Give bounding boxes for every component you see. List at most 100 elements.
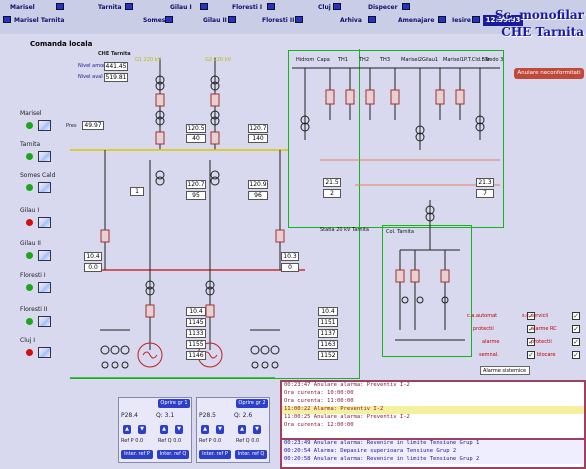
bus-label: Hidrom [296,57,315,63]
checkbox-right[interactable]: ✓ [572,312,580,320]
group-measurement-value: 1151 [318,318,338,327]
ts2-b-value: 0 [281,263,299,272]
group-measurement-value: 10.4 [318,307,338,316]
alarm-entry: Ora curenta: 12:00:00 [284,422,354,428]
nav-floresti-1-indicator[interactable] [267,3,275,10]
nav-amenajare[interactable]: Amenajare [398,17,435,24]
checkbox-right[interactable]: ✓ [572,351,580,359]
pres-label: Pres [66,123,77,129]
arrow-left-button[interactable]: ▲ [123,425,131,434]
alarm-filter-select[interactable]: Alarme sistemice [480,366,530,375]
nav-marisel-tarnita[interactable]: Marisel Tarnita [14,17,65,24]
bus-label: Marisel2 [401,57,423,63]
nav-floresti-2-indicator[interactable] [295,16,303,23]
checkbox-left[interactable]: ✓ [527,325,535,333]
g2-u-value: 120.7 [248,124,268,133]
group-measurement-value: 1145 [186,318,206,327]
statia-label: Statia 20 kV Tarnita [320,227,369,233]
set-ref-q-button[interactable]: Inter. ref Q [157,450,189,459]
g1-i-value: 40 [186,134,206,143]
nav-tarnita-indicator[interactable] [125,3,133,10]
alarm-log-panel: 00:23:47 Anulare alarma: Preventiv I-2 O… [280,380,586,469]
arrow-left-q-button[interactable]: ▲ [238,425,246,434]
nav-floresti-2[interactable]: Floresti II [262,17,295,24]
tr1-value: 1 [130,187,144,196]
ref-p-readout: Ref P 0.0 [121,438,144,444]
tsum1-b-value: 2 [323,189,341,198]
station-button-cluj-i[interactable] [38,347,51,358]
station-label-cluj-i: Cluj I [20,337,36,344]
checkbox-right[interactable]: ✓ [572,325,580,333]
cancel-nonconformities-button[interactable]: Anulare neconformitati [514,68,584,79]
ts1-b-value: 0.0 [84,263,102,272]
set-ref-q-button[interactable]: Inter. ref Q [235,450,267,459]
nav-dispecer-indicator[interactable] [402,3,410,10]
station-button-marisel[interactable] [38,120,51,131]
arrow-right-q-button[interactable]: ▼ [253,425,261,434]
nav-somes-indicator[interactable] [165,16,173,23]
schematic-frame-col [382,225,472,357]
nav-iesire-indicator[interactable] [472,16,480,23]
t1-q-value: 95 [186,191,206,200]
ts1-a-value: 10.4 [84,252,102,261]
checkbox-left[interactable]: ✓ [527,338,535,346]
station-button-tarnita[interactable] [38,151,51,162]
nav-arhiva-indicator[interactable] [368,16,376,23]
stop-group-button[interactable]: Oprire gr 2 [236,399,268,408]
g2-i-value: 140 [248,134,268,143]
nav-gilau-2-indicator[interactable] [228,16,236,23]
checkbox-label-right: blocare [537,352,556,358]
station-button-gilau-ii[interactable] [38,250,51,261]
set-ref-p-button[interactable]: Inter. ref P [121,450,153,459]
nav-marisel-indicator[interactable] [56,3,64,10]
arrow-right-q-button[interactable]: ▼ [175,425,183,434]
alarm-entry: 00:20:58 Anulare alarma: Revenire in lim… [284,456,480,462]
arrow-right-button[interactable]: ▼ [138,425,146,434]
checkbox-left[interactable]: ✓ [527,312,535,320]
bus-label: TH1 [338,57,348,63]
nav-gilau-1-indicator[interactable] [200,3,208,10]
station-button-floresti-i[interactable] [38,282,51,293]
schematic-frame-right [288,50,504,228]
nav-dispecer[interactable]: Dispecer [368,4,398,11]
bus-label: Gilau1 [422,57,439,63]
nav-cluj[interactable]: Cluj [318,4,331,11]
station-button-gilau-i[interactable] [38,217,51,228]
alarm-entry: 00:20:54 Alarma: Depasire superioara Ten… [284,448,457,454]
group-measurement-value: 10.4 [186,307,206,316]
nav-amenajare-indicator[interactable] [438,16,446,23]
nav-tarnita[interactable]: Tarnita [98,4,122,11]
bus-label: TH3 [380,57,390,63]
bus-label: Capa [317,57,330,63]
station-status-floresti-ii [26,318,33,325]
station-button-somes-cald[interactable] [38,182,51,193]
nav-floresti-1[interactable]: Floresti I [232,4,263,11]
nav-marisel[interactable]: Marisel [10,4,35,11]
alarm-log-lower: 00:23:49 Anulare alarma: Revenire in lim… [282,440,584,464]
nav-gilau-2[interactable]: Gilau II [203,17,227,24]
station-button-floresti-ii[interactable] [38,316,51,327]
stop-group-button[interactable]: Oprire gr 1 [158,399,190,408]
arrow-left-button[interactable]: ▲ [201,425,209,434]
nav-arhiva[interactable]: Arhiva [340,17,362,24]
checkbox-left[interactable]: ✓ [527,351,535,359]
station-label-marisel: Marisel [20,110,42,117]
bus-label: Marisel1 [443,57,465,63]
yellow-label-g2: G2 220 kV [205,57,232,63]
alarm-entry: 00:23:49 Anulare alarma: Revenire in lim… [284,440,480,446]
set-ref-p-button[interactable]: Inter. ref P [199,450,231,459]
nav-iesire[interactable]: Iesire [452,17,471,24]
checkbox-right[interactable]: ✓ [572,338,580,346]
station-status-gilau-ii [26,252,33,259]
nav-cluj-indicator[interactable] [333,3,341,10]
checkbox-label-right: protectii [531,339,552,345]
che-level-downstream: 519.81 [104,73,128,82]
bus-label: Tredo 3 [485,57,504,63]
group-measurement-value: 1137 [318,329,338,338]
nav-marisel-tarnita-indicator[interactable] [3,16,11,23]
nav-gilau-1[interactable]: Gilau I [170,4,192,11]
nav-somes[interactable]: Somes [143,17,166,24]
arrow-left-q-button[interactable]: ▲ [160,425,168,434]
arrow-right-button[interactable]: ▼ [216,425,224,434]
